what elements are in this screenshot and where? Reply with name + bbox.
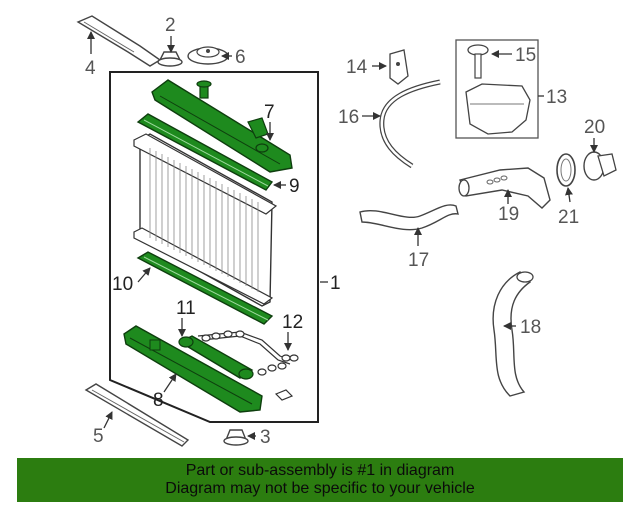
footer-line-2: Diagram may not be specific to your vehi… — [165, 480, 475, 497]
part-21-gasket[interactable] — [556, 153, 576, 187]
callout-20: 20 — [584, 117, 605, 138]
part-7-upper-tank[interactable] — [151, 79, 293, 173]
callout-3: 3 — [260, 427, 271, 448]
part-2-cushion[interactable] — [157, 51, 183, 67]
callout-8: 8 — [153, 390, 164, 411]
callout-21: 21 — [558, 207, 579, 228]
part-14-bracket[interactable] — [389, 49, 409, 85]
part-20-thermostat[interactable] — [583, 151, 617, 181]
callout-18: 18 — [520, 317, 541, 338]
part-12-tubes-orings[interactable] — [197, 330, 299, 401]
callout-1: 1 — [330, 273, 341, 294]
radiator-core[interactable] — [133, 133, 278, 307]
callout-17: 17 — [408, 250, 429, 271]
radiator-assembly-outline[interactable] — [109, 71, 319, 423]
callout-16: 16 — [338, 107, 359, 128]
part-3-cushion[interactable] — [223, 429, 249, 446]
part-18-lower-hose[interactable] — [492, 271, 534, 397]
callout-14: 14 — [346, 57, 368, 78]
part-9-upper-gasket[interactable] — [136, 113, 274, 191]
callout-10: 10 — [112, 274, 133, 295]
callout-15: 15 — [515, 45, 536, 66]
callout-6: 6 — [235, 47, 246, 68]
part-13-box — [455, 39, 539, 139]
footer-line-1: Part or sub-assembly is #1 in diagram — [185, 462, 455, 479]
part-19-water-inlet[interactable] — [458, 167, 551, 209]
callout-7: 7 — [264, 102, 275, 123]
callout-12: 12 — [282, 312, 303, 333]
callout-5: 5 — [93, 426, 104, 447]
part-5-lower-support[interactable] — [84, 383, 190, 447]
part-16-overflow-hose[interactable] — [379, 79, 441, 169]
parts-diagram: 4 2 6 7 9 10 1 11 12 8 5 3 14 16 15 13 2… — [76, 15, 617, 448]
callout-2: 2 — [165, 15, 176, 36]
callout-19: 19 — [498, 204, 519, 225]
part-17-hose[interactable] — [359, 204, 459, 231]
footer-notice: Part or sub-assembly is #1 in diagram Di… — [17, 458, 623, 502]
part-10-lower-gasket[interactable] — [136, 251, 274, 325]
callout-13: 13 — [546, 87, 567, 108]
part-13-reservoir[interactable] — [465, 83, 531, 135]
callout-11: 11 — [176, 298, 196, 319]
part-8-lower-tank[interactable] — [123, 325, 263, 413]
part-11-oil-cooler[interactable] — [178, 335, 254, 380]
callout-4: 4 — [85, 58, 96, 79]
callout-9: 9 — [289, 176, 300, 197]
part-15-reservoir-cap[interactable] — [467, 44, 489, 79]
